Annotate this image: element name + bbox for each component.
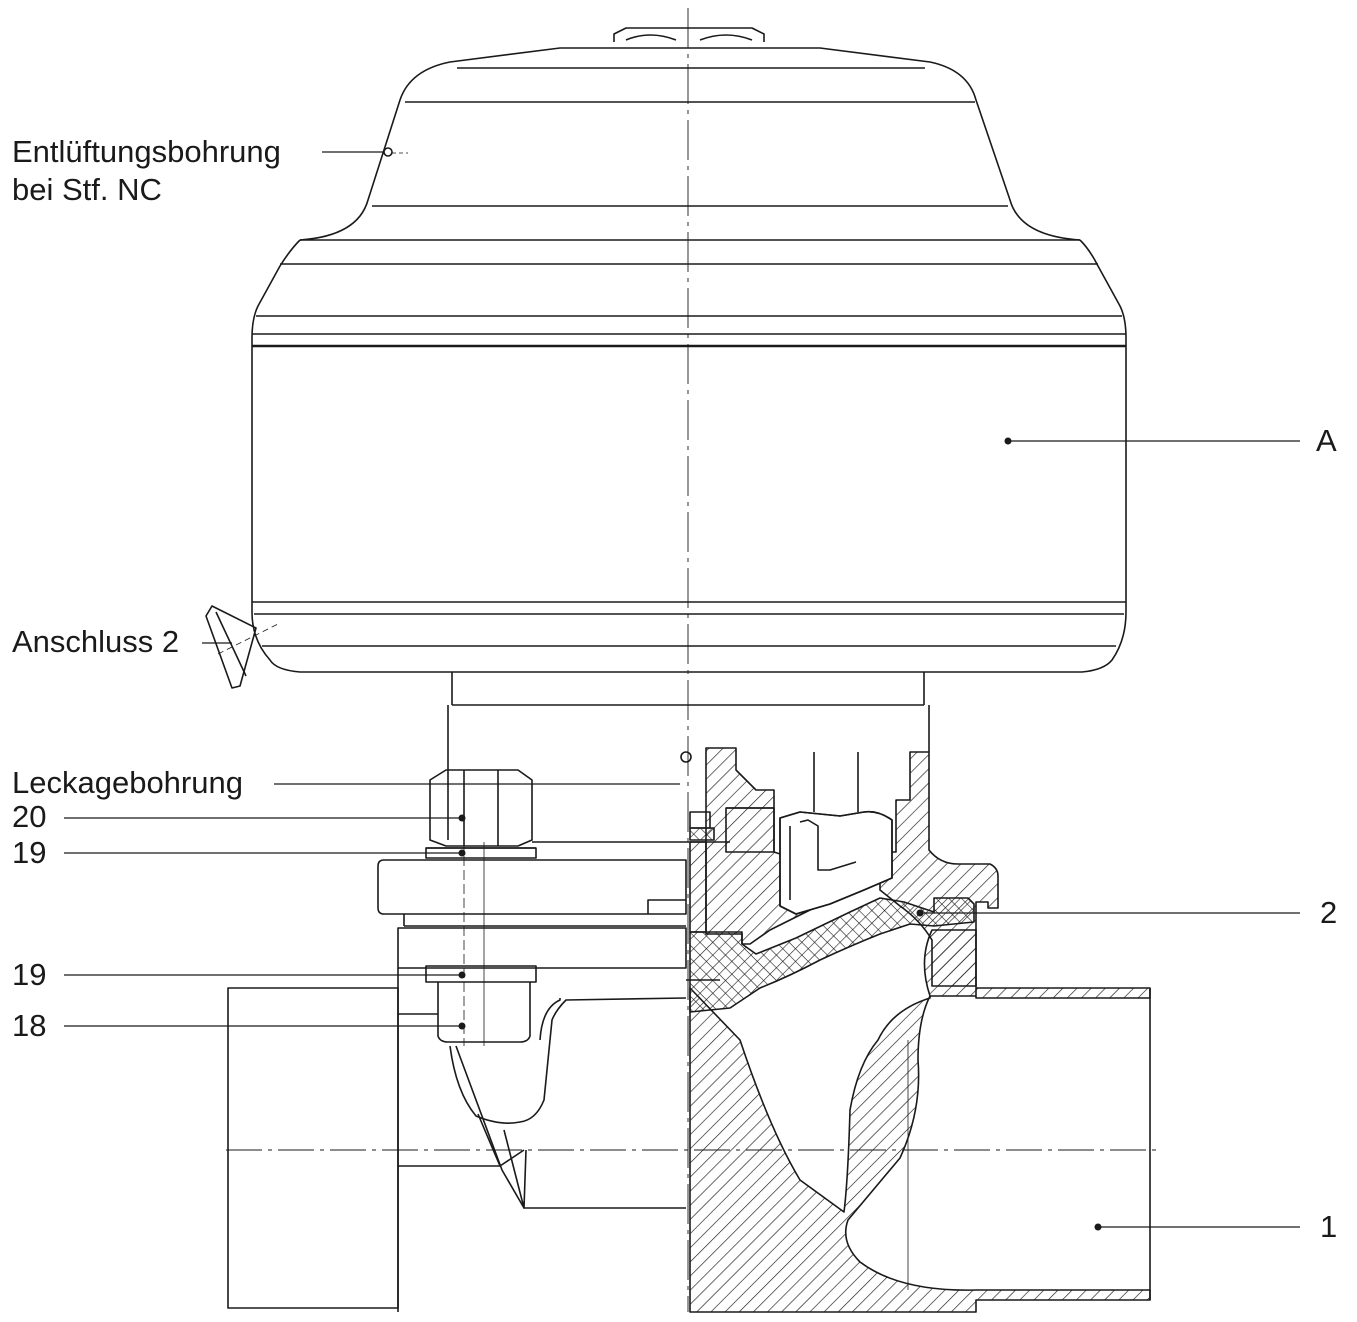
valve-body-left — [226, 968, 1160, 1312]
actuator-housing — [251, 239, 1127, 673]
port-2-fitting — [205, 605, 279, 689]
label-part-A: A — [1316, 423, 1337, 458]
diaphragm — [689, 897, 975, 1013]
label-leak-hole: Leckagebohrung — [12, 765, 243, 800]
label-vent-hole-line2: bei Stf. NC — [12, 172, 162, 207]
label-part-20: 20 — [12, 799, 47, 834]
bolt-nut-assembly — [425, 769, 537, 1046]
vent-hole — [383, 147, 408, 157]
leader-dots — [458, 437, 1102, 1231]
label-part-19-upper: 19 — [12, 835, 47, 870]
top-cap-knob — [613, 27, 765, 42]
bonnet-details — [532, 752, 893, 933]
label-part-18: 18 — [12, 1008, 47, 1043]
label-port-2: Anschluss 2 — [12, 624, 180, 659]
actuator-dome — [299, 47, 1081, 241]
body-flange-left — [377, 859, 687, 969]
label-vent-hole-line1: Entlüftungsbohrung — [12, 134, 281, 169]
label-part-2: 2 — [1320, 895, 1338, 930]
valve-body-outline-right — [907, 988, 1151, 1300]
label-part-19-lower: 19 — [12, 957, 47, 992]
label-part-1: 1 — [1320, 1209, 1338, 1244]
leak-hole — [680, 751, 692, 763]
leader-lines — [64, 151, 1300, 1228]
bonnet-inner-cavity — [779, 810, 893, 915]
